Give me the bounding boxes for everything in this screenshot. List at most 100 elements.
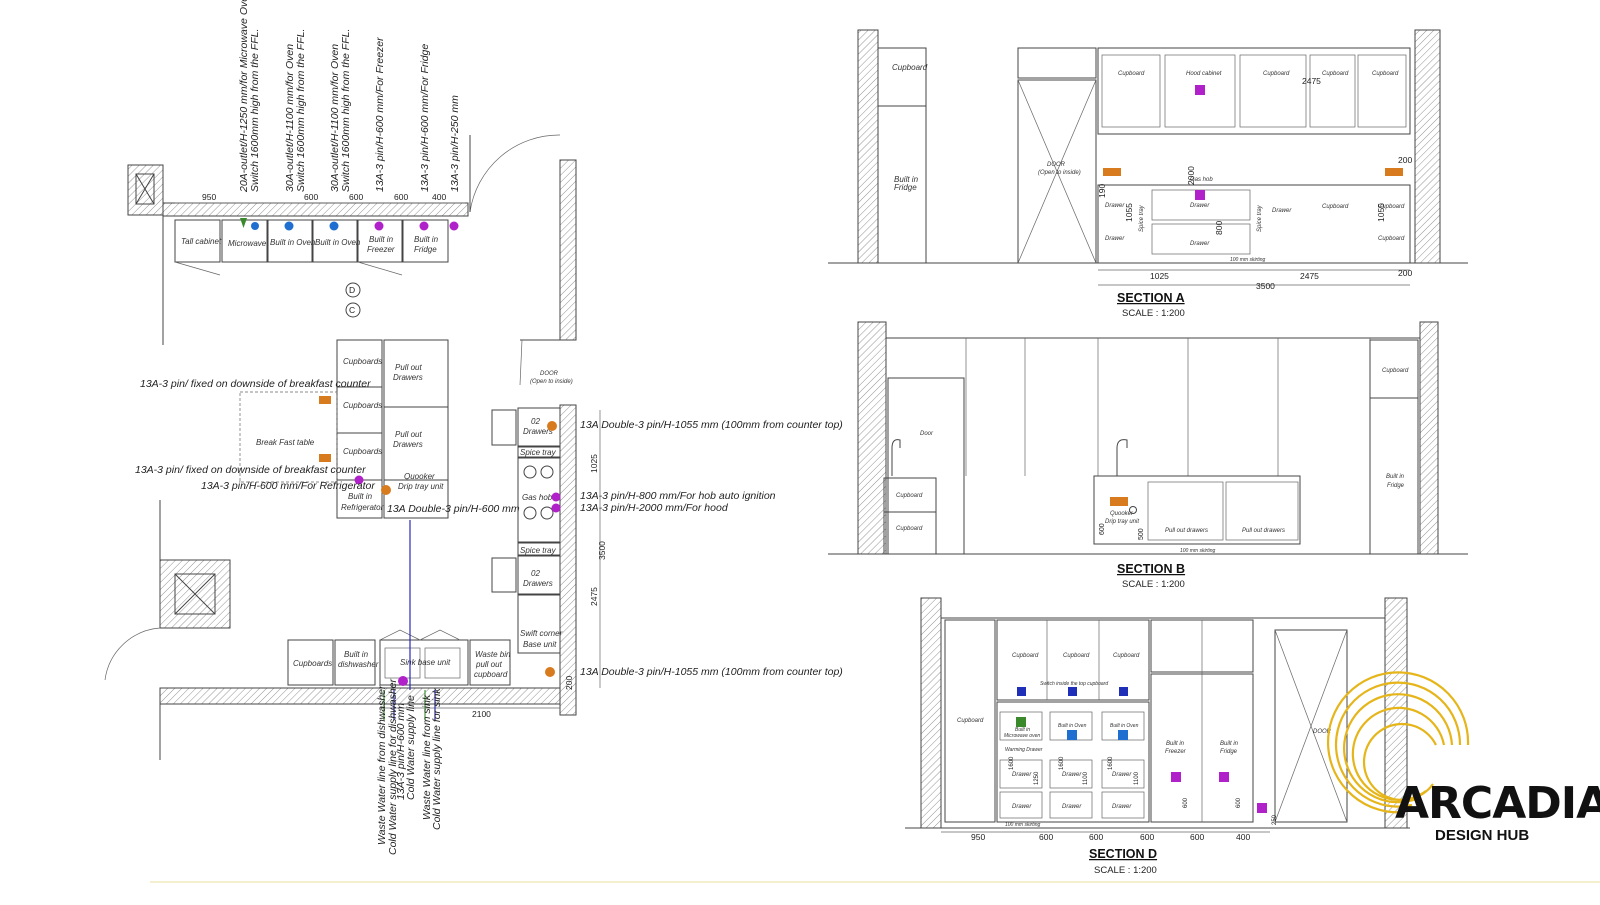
sa-label-19: Cupboard [1378, 236, 1405, 242]
sd-label-13: Drawer [1112, 772, 1132, 778]
sa-dim-11: 200 [1398, 268, 1412, 278]
outlet-icon [381, 485, 391, 495]
outlet-icon [284, 221, 294, 231]
section-marker-d [345, 282, 361, 298]
floor-plan: 20A-outlet/H-1250 mm/for Microwave Oven … [104, 0, 843, 855]
sa-dim-3: 1055 [1124, 203, 1134, 222]
section-b-scale: SCALE : 1:200 [1122, 579, 1185, 590]
sa-dim-5: 800 [1214, 221, 1224, 235]
outlet-icon [1219, 772, 1229, 782]
sd-label-15: Drawer [1062, 804, 1082, 810]
top-note-4: Switch 1600mm high from the FFL. [295, 29, 307, 192]
island: Cupboards Cupboards Cupboards Pull out D… [239, 339, 449, 519]
outlet-icon [1171, 772, 1181, 782]
door-label: DOOR [540, 371, 559, 377]
outlet-icon [240, 218, 247, 228]
sd-label-22: 100 mm skirting [1005, 822, 1041, 828]
sb-label-1: Door [920, 431, 934, 437]
top-dim-4: 600 [394, 192, 408, 202]
island-cupboards-1: Cupboards [343, 357, 382, 366]
outlet-icon [354, 475, 364, 485]
bottom-unit-7: cupboard [474, 670, 508, 679]
arcadia-logo: ARCADIA DESIGN HUB [1326, 671, 1600, 844]
right-unit-3: Spice tray [520, 448, 557, 457]
unit-fridge-2: Fridge [414, 245, 437, 254]
outlet-icon [1016, 717, 1026, 727]
sd-dim-1: 1600 [1009, 756, 1015, 770]
switch-icon [1017, 687, 1026, 696]
section-marker-c-label: C [349, 305, 355, 315]
sa-label-18: Cupboard [1378, 204, 1405, 210]
sb-label-2: Cupboard [896, 493, 923, 499]
sd-label-4: Cupboard [1113, 653, 1140, 659]
left-note-1: 13A-3 pin/ fixed on downside of breakfas… [140, 378, 371, 390]
bottom-unit-1: Cupboards [293, 659, 332, 668]
sa-label-9: Cupboard [1322, 71, 1349, 77]
sd-label-5: Switch inside the top cupboard [1040, 681, 1108, 687]
sd-label-19: Built in [1220, 741, 1239, 747]
right-counter: 02 Drawers Spice tray Gas hob Spice tray… [491, 407, 563, 677]
sb-dim-2: 500 [1138, 528, 1145, 540]
sa-dim-2: 190 [1097, 184, 1107, 198]
sa-dim-10: 3500 [1256, 281, 1275, 291]
outlet-icon [1118, 730, 1128, 740]
outlet-icon [1067, 730, 1077, 740]
sb-label-11: 100 mm skirting [1180, 548, 1216, 554]
outlet-icon [1257, 803, 1267, 813]
right-unit-7: Drawers [523, 579, 553, 588]
sd-dim-6: 1100 [1134, 771, 1140, 785]
sd-label-14: Drawer [1012, 804, 1032, 810]
sa-label-7: Hood cabinet [1186, 71, 1222, 77]
sb-label-5: Built in [1386, 474, 1405, 480]
sd-label-7: Microwave oven [1004, 733, 1040, 739]
island-drawers-1a: Pull out [395, 363, 422, 372]
sa-dim-1: 2475 [1302, 76, 1321, 86]
sa-label-2: Built in [894, 175, 919, 184]
outlet-icon [551, 492, 561, 502]
sa-label-11: Gas hob [1190, 177, 1213, 183]
top-door-swing [469, 134, 561, 213]
sa-label-1: Cupboard [892, 63, 928, 72]
unit-freezer-2: Freezer [367, 245, 395, 254]
right-unit-6: 02 [531, 569, 540, 578]
sd-label-8: Built in Oven [1058, 723, 1087, 729]
unit-fridge-1: Built in [414, 235, 439, 244]
outlet-icon [1195, 190, 1205, 200]
outlet-icon [329, 221, 339, 231]
section-marker-c [345, 302, 361, 318]
sd-label-6: Built in [1015, 727, 1030, 733]
top-wall [162, 202, 469, 217]
sa-label-8: Cupboard [1263, 71, 1290, 77]
sd-label-21: DOOR [1313, 729, 1332, 735]
right-note-1: 13A Double-3 pin/H-1055 mm (100mm from c… [580, 419, 843, 431]
sd-label-12: Drawer [1062, 772, 1082, 778]
outlet-icon [1103, 168, 1121, 176]
sa-label-16: Drawer [1272, 208, 1292, 214]
outlet-icon [1385, 168, 1403, 176]
sd-label-9: Built in Oven [1110, 723, 1139, 729]
bottom-note-6: Cold Water supply line for sink [431, 688, 443, 830]
sd-dim-7: 600 [1183, 797, 1189, 808]
top-note-2: Switch 1600mm high from the FFL. [249, 29, 261, 192]
sd-dim-8: 600 [1236, 797, 1242, 808]
sd-dim-5: 1600 [1108, 756, 1114, 770]
sd-dim-3: 1600 [1059, 756, 1065, 770]
top-note-5: 30A-outlet/H-1100 mm/for Oven [329, 44, 341, 192]
sa-label-6: Cupboard [1118, 71, 1145, 77]
section-d-title: SECTION D [1089, 847, 1157, 861]
top-dim-3: 600 [349, 192, 363, 202]
right-dim-2: 3500 [597, 541, 607, 560]
island-drawers-2a: Pull out [395, 430, 422, 439]
right-dim-4: 200 [564, 676, 574, 690]
bottom-unit-4: Sink base unit [400, 658, 451, 667]
sa-dim-6: 200 [1398, 155, 1412, 165]
unit-freezer-1: Built in [369, 235, 394, 244]
sa-label-3: Fridge [894, 183, 917, 192]
switch-icon [1119, 687, 1128, 696]
sa-label-15: Drawer [1190, 241, 1210, 247]
island-drawers-1b: Drawers [393, 373, 423, 382]
outlet-icon [1195, 85, 1205, 95]
sa-label-20: Spice tray [1139, 204, 1145, 232]
top-dim-2: 600 [304, 192, 318, 202]
